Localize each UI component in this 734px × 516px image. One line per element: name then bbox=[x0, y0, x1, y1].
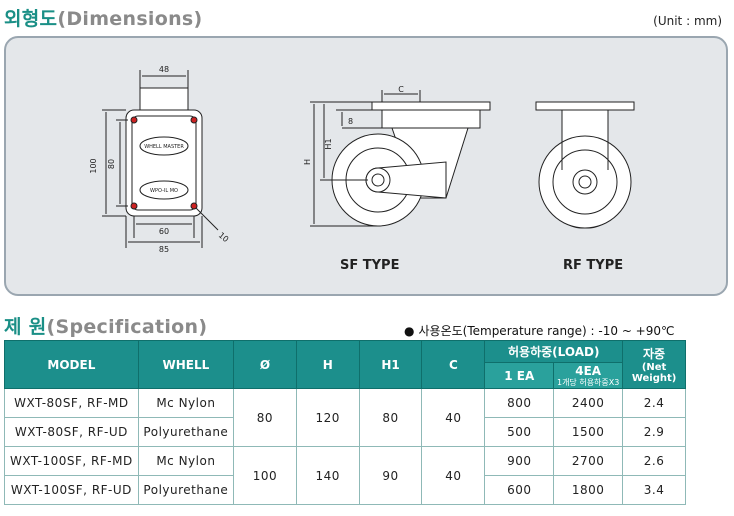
dimensions-title: 외형도(Dimensions) bbox=[4, 4, 203, 31]
rf-type-label: RF TYPE bbox=[563, 258, 624, 273]
header-h: H bbox=[295, 340, 360, 389]
specification-title: 제 원(Specification) bbox=[4, 312, 207, 339]
header-c: C bbox=[421, 340, 486, 389]
cell-c: 40 bbox=[421, 446, 486, 505]
dim-c-label: C bbox=[398, 85, 404, 94]
front-view-drawing bbox=[102, 70, 219, 248]
cell-c: 40 bbox=[421, 388, 486, 447]
cell-1ea: 600 bbox=[484, 475, 555, 505]
cell-h: 120 bbox=[295, 388, 360, 447]
rf-type-drawing bbox=[535, 101, 635, 229]
header-whell: WHELL bbox=[137, 340, 235, 389]
table-row: WXT-100SF, RF-MD Mc Nylon 100 140 90 40 … bbox=[4, 446, 686, 505]
cell-1ea: 900 bbox=[484, 446, 555, 476]
cell-weight: 2.9 bbox=[622, 417, 686, 447]
header-weight-en: (Net Weight) bbox=[631, 362, 677, 384]
cell-model: WXT-100SF, RF-UD bbox=[4, 475, 139, 505]
dimension-drawings: 48 100 80 60 85 10 WHELL MASTER WPO-IL M… bbox=[89, 65, 635, 254]
cell-4ea: 2400 bbox=[553, 388, 624, 418]
cell-h: 140 bbox=[295, 446, 360, 505]
cell-weight: 2.6 bbox=[622, 446, 686, 476]
cell-whell: Mc Nylon bbox=[137, 388, 235, 418]
dim-h1-label: H1 bbox=[324, 138, 333, 149]
dim-60-label: 60 bbox=[159, 227, 169, 236]
cell-model: WXT-80SF, RF-MD bbox=[4, 388, 139, 418]
specification-title-en: (Specification) bbox=[46, 316, 208, 338]
dim-85-label: 85 bbox=[159, 245, 169, 254]
table-row: WXT-100SF, RF-UD Polyurethane 600 1800 3… bbox=[4, 475, 686, 505]
cell-whell: Polyurethane bbox=[137, 475, 235, 505]
table-row: WXT-80SF, RF-MD Mc Nylon 80 120 80 40 80… bbox=[4, 388, 686, 447]
cell-4ea: 2700 bbox=[553, 446, 624, 476]
dim-100-label: 100 bbox=[89, 158, 98, 173]
specification-table: MODEL WHELL Ø H H1 C 허용하중(LOAD) 자중 (Net … bbox=[4, 340, 686, 505]
bullet-icon: ● bbox=[404, 324, 415, 338]
cell-1ea: 500 bbox=[484, 417, 555, 447]
plate-text-bottom: WPO-IL MO bbox=[150, 188, 178, 194]
dim-h-label: H bbox=[303, 159, 312, 165]
header-load: 허용하중(LOAD) bbox=[484, 340, 624, 363]
sf-type-label: SF TYPE bbox=[340, 258, 400, 273]
dim-10-label: 10 bbox=[217, 231, 231, 244]
cell-weight: 3.4 bbox=[622, 475, 686, 505]
cell-1ea: 800 bbox=[484, 388, 555, 418]
cell-4ea: 1800 bbox=[553, 475, 624, 505]
header-1ea: 1 EA bbox=[484, 362, 555, 389]
cell-whell: Mc Nylon bbox=[137, 446, 235, 476]
header-model: MODEL bbox=[4, 340, 139, 389]
cell-weight: 2.4 bbox=[622, 388, 686, 418]
temperature-text: 사용온도(Temperature range) : -10 ~ +90℃ bbox=[418, 324, 675, 338]
header-weight: 자중 (Net Weight) bbox=[622, 340, 686, 389]
header-4ea: 4EA 1개당 허용하중X3 bbox=[553, 362, 624, 389]
cell-dia: 80 bbox=[233, 388, 297, 447]
sf-type-drawing bbox=[310, 90, 491, 227]
specification-title-ko: 제 원 bbox=[4, 316, 47, 338]
cell-h1: 90 bbox=[358, 446, 423, 505]
table-row: WXT-80SF, RF-UD Polyurethane 500 1500 2.… bbox=[4, 417, 686, 447]
header-4ea-note: 1개당 허용하중X3 bbox=[556, 377, 620, 387]
dimensions-title-en: (Dimensions) bbox=[57, 8, 203, 30]
cell-model: WXT-100SF, RF-MD bbox=[4, 446, 139, 476]
header-h1: H1 bbox=[358, 340, 423, 389]
cell-dia: 100 bbox=[233, 446, 297, 505]
dim-8-label: 8 bbox=[348, 117, 353, 126]
dimensions-panel: 48 100 80 60 85 10 WHELL MASTER WPO-IL M… bbox=[4, 36, 728, 296]
cell-model: WXT-80SF, RF-UD bbox=[4, 417, 139, 447]
cell-h1: 80 bbox=[358, 388, 423, 447]
header-weight-ko: 자중 bbox=[643, 347, 666, 361]
unit-label: (Unit : mm) bbox=[653, 14, 722, 28]
header-4ea-label: 4EA bbox=[575, 363, 602, 378]
temperature-note: ●사용온도(Temperature range) : -10 ~ +90℃ bbox=[404, 322, 675, 339]
plate-text-top: WHELL MASTER bbox=[144, 144, 184, 150]
dimensions-title-ko: 외형도 bbox=[4, 8, 58, 30]
cell-4ea: 1500 bbox=[553, 417, 624, 447]
header-dia: Ø bbox=[233, 340, 297, 389]
cell-whell: Polyurethane bbox=[137, 417, 235, 447]
dim-80-label: 80 bbox=[107, 159, 116, 169]
dim-48-label: 48 bbox=[159, 65, 169, 74]
